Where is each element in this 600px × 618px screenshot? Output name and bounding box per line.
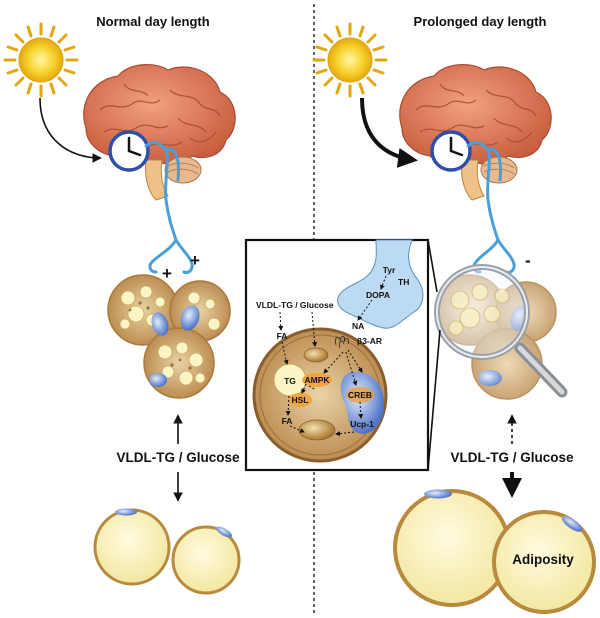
stimulation-sign-left-1: + <box>162 264 172 283</box>
tg-label: TG <box>284 376 296 386</box>
mitochondrion-bottom <box>298 419 336 441</box>
sun-icon-right <box>312 22 388 98</box>
ucp1-label: Ucp-1 <box>350 419 374 429</box>
flux-label-left: VLDL-TG / Glucose <box>116 450 240 465</box>
magnifying-glass-icon <box>434 264 568 398</box>
mitochondrion-top <box>303 347 329 363</box>
brown-adipocyte-cluster-left <box>107 274 231 399</box>
clock-icon-left <box>108 130 150 172</box>
flux-label-right: VLDL-TG / Glucose <box>450 450 574 465</box>
white-adipocytes-left <box>93 508 241 595</box>
left-panel-title: Normal day length <box>96 14 209 29</box>
right-panel-title: Prolonged day length <box>414 14 547 29</box>
molecular-mechanism-inset: Tyr TH DOPA NA β3-AR VLDL-TG / Glucose F… <box>244 238 430 472</box>
nerve-terminal <box>337 239 424 329</box>
na-label: NA <box>352 321 364 331</box>
light-input-arrow-right <box>360 97 418 168</box>
zoom-line-bottom <box>427 329 441 471</box>
stimulation-sign-left-2: + <box>190 251 200 270</box>
zoom-line-top <box>427 239 438 293</box>
inhibition-sign-right-2: - <box>525 251 531 270</box>
light-input-arrow-left <box>39 97 102 163</box>
hsl-blob <box>288 393 312 407</box>
clock-icon-right <box>430 130 472 172</box>
beta3-receptor-icon <box>335 335 349 349</box>
adiposity-label: Adiposity <box>512 552 574 567</box>
beta3ar-label: β3-AR <box>357 336 382 346</box>
ampk-blob <box>302 373 332 387</box>
dopa-label: DOPA <box>366 290 390 300</box>
fa-bottom-label: FA <box>282 416 293 426</box>
ampk-label: AMPK <box>304 375 330 385</box>
sympathetic-nerve-left <box>144 141 194 274</box>
brain-left <box>83 64 236 201</box>
fa-top-label: FA <box>277 331 288 341</box>
inset-vldl-label: VLDL-TG / Glucose <box>256 300 334 310</box>
hsl-label: HSL <box>292 395 309 405</box>
brain-right <box>399 64 552 201</box>
tyr-label: Tyr <box>383 265 396 275</box>
white-adipocytes-right <box>393 489 596 614</box>
th-label: TH <box>398 277 409 287</box>
creb-label: CREB <box>348 390 372 400</box>
sun-icon-left <box>3 22 79 98</box>
creb-blob <box>346 387 374 403</box>
